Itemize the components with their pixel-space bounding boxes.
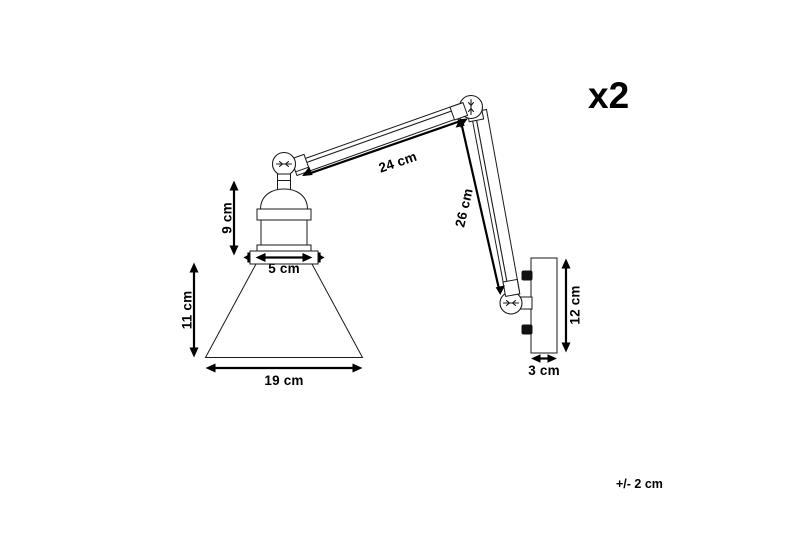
tolerance-note: +/- 2 cm <box>616 477 663 491</box>
dimension-shade-top-width: 5 cm <box>255 253 313 276</box>
dimension-label-12cm: 12 cm <box>568 285 583 324</box>
dimension-label-11cm: 11 cm <box>180 291 195 330</box>
cone-shade <box>204 263 364 358</box>
dimension-shade-height: 9 cm <box>220 180 239 256</box>
head-pivot-knob <box>271 151 297 177</box>
mounting-screw-top <box>521 270 533 281</box>
dimension-wall-plate-height: 12 cm <box>561 258 583 353</box>
dimension-label-26cm: 26 cm <box>452 187 475 229</box>
dimension-upper-arm-length: 24 cm <box>302 118 468 177</box>
lower-arm-tube <box>466 104 521 297</box>
head-stem <box>276 173 292 192</box>
quantity-label: x2 <box>588 75 629 116</box>
wall-mount-plate <box>530 257 558 354</box>
dimension-shade-slant-height: 11 cm <box>180 262 199 358</box>
upper-arm-tube <box>290 101 469 177</box>
lamp-socket-body <box>256 188 312 252</box>
dimension-label-5cm: 5 cm <box>268 261 300 276</box>
dimension-wall-plate-depth: 3 cm <box>528 354 560 378</box>
mounting-screw-bottom <box>521 324 533 335</box>
dimension-label-3cm: 3 cm <box>528 363 560 378</box>
dimension-label-19cm: 19 cm <box>264 373 303 388</box>
dimension-label-9cm: 9 cm <box>220 202 235 234</box>
dimension-label-24cm: 24 cm <box>377 149 419 176</box>
dimension-shade-bottom-width: 19 cm <box>205 363 363 388</box>
